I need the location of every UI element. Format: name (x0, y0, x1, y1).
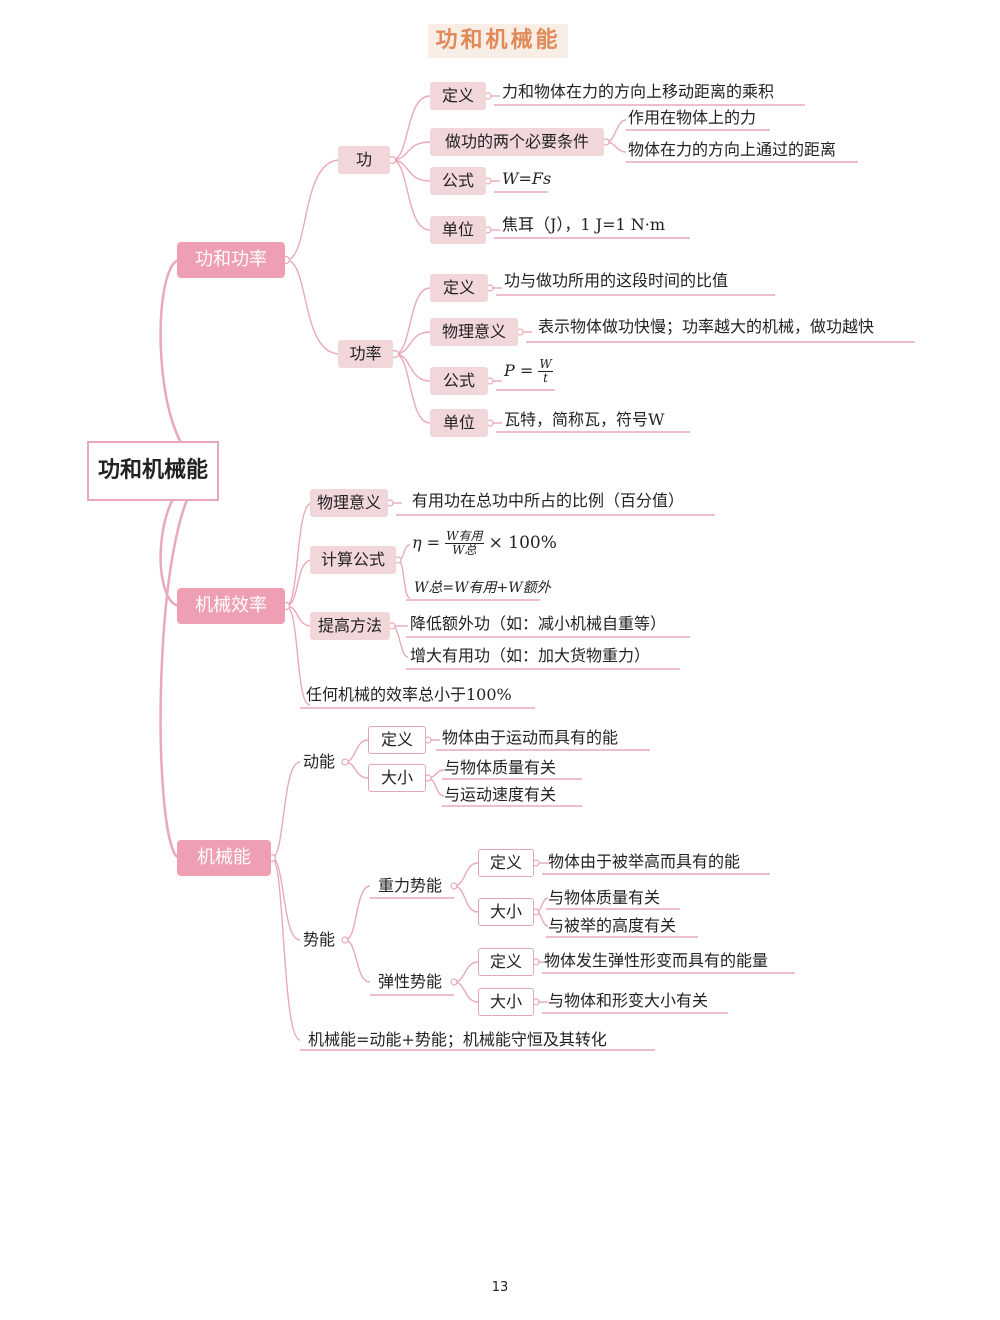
text-condition-1: 作用在物体上的力 (628, 108, 757, 127)
node-work-unit: 单位 (430, 216, 486, 244)
branch-efficiency: 机械效率 (177, 588, 285, 624)
node-kinetic-definition: 定义 (368, 726, 426, 754)
node-power: 功率 (338, 340, 393, 368)
text-energy-note: 机械能=动能+势能；机械能守恒及其转化 (308, 1030, 607, 1049)
page-title: 功和机械能 (428, 24, 568, 58)
node-potential: 势能 (302, 930, 335, 949)
eta-numerator: W有用 (445, 529, 484, 544)
node-power-definition: 定义 (430, 274, 488, 302)
node-kinetic: 动能 (302, 752, 335, 771)
node-eff-calc: 计算公式 (310, 546, 396, 574)
text-total-work: W总=W有用+W额外 (414, 580, 551, 596)
power-denominator: t (543, 371, 548, 385)
node-power-unit: 单位 (430, 409, 488, 437)
text-improve-2: 增大有用功（如：加大货物重力） (410, 646, 651, 665)
power-fraction: W t (538, 357, 553, 385)
text-power-unit: 瓦特，简称瓦，符号W (504, 410, 665, 429)
text-improve-1: 降低额外功（如：减小机械自重等） (410, 614, 667, 633)
node-work: 功 (338, 146, 390, 174)
power-formula: P = W t (504, 356, 553, 386)
text-gravity-size-1: 与物体质量有关 (548, 888, 661, 907)
text-kinetic-size-2: 与运动速度有关 (444, 785, 557, 804)
text-gravity-definition: 物体由于被举高而具有的能 (548, 852, 741, 871)
power-formula-lhs: P = (504, 361, 534, 380)
node-work-conditions: 做功的两个必要条件 (430, 128, 604, 156)
node-elastic-definition: 定义 (478, 948, 534, 976)
text-elastic-definition: 物体发生弹性形变而具有的能量 (544, 951, 769, 970)
text-kinetic-size-1: 与物体质量有关 (444, 758, 557, 777)
node-power-formula: 公式 (430, 367, 488, 395)
text-kinetic-definition: 物体由于运动而具有的能 (442, 728, 619, 747)
root-node: 功和机械能 (87, 441, 219, 501)
eta-rhs: × 100% (488, 533, 557, 553)
text-power-meaning: 表示物体做功快慢；功率越大的机械，做功越快 (538, 317, 875, 336)
text-work-formula: W=Fs (502, 169, 552, 188)
node-eff-improve: 提高方法 (310, 612, 390, 640)
text-elastic-size: 与物体和形变大小有关 (548, 991, 709, 1010)
node-work-definition: 定义 (430, 82, 486, 110)
text-power-definition: 功与做功所用的这段时间的比值 (504, 271, 729, 290)
text-condition-2: 物体在力的方向上通过的距离 (628, 140, 837, 159)
eta-lhs: η = (412, 533, 441, 552)
text-gravity-size-2: 与被举的高度有关 (548, 916, 677, 935)
node-work-formula: 公式 (430, 167, 486, 195)
connector-root-energy (159, 467, 216, 860)
text-eff-meaning: 有用功在总功中所占的比例（百分值） (412, 491, 685, 510)
node-power-meaning: 物理意义 (430, 318, 518, 346)
node-elastic-potential: 弹性势能 (377, 972, 442, 991)
page-number: 13 (491, 1280, 509, 1295)
node-gravity-size: 大小 (478, 898, 534, 926)
node-eff-meaning: 物理意义 (310, 489, 388, 517)
text-work-unit: 焦耳（J），1 J=1 N·m (502, 215, 666, 234)
branch-work-power: 功和功率 (177, 242, 285, 278)
node-elastic-size: 大小 (478, 988, 534, 1016)
eta-fraction: W有用 W总 (445, 529, 484, 557)
text-eff-note: 任何机械的效率总小于100% (306, 685, 512, 704)
efficiency-formula: η = W有用 W总 × 100% (412, 525, 557, 561)
power-numerator: W (538, 357, 553, 372)
eta-denominator: W总 (452, 543, 477, 557)
connector-root-workpower (159, 258, 216, 471)
node-gravity-definition: 定义 (478, 849, 534, 877)
text-work-definition: 力和物体在力的方向上移动距离的乘积 (502, 82, 775, 101)
node-gravity-potential: 重力势能 (377, 876, 442, 895)
node-kinetic-size: 大小 (368, 764, 426, 792)
branch-mech-energy: 机械能 (177, 840, 271, 876)
